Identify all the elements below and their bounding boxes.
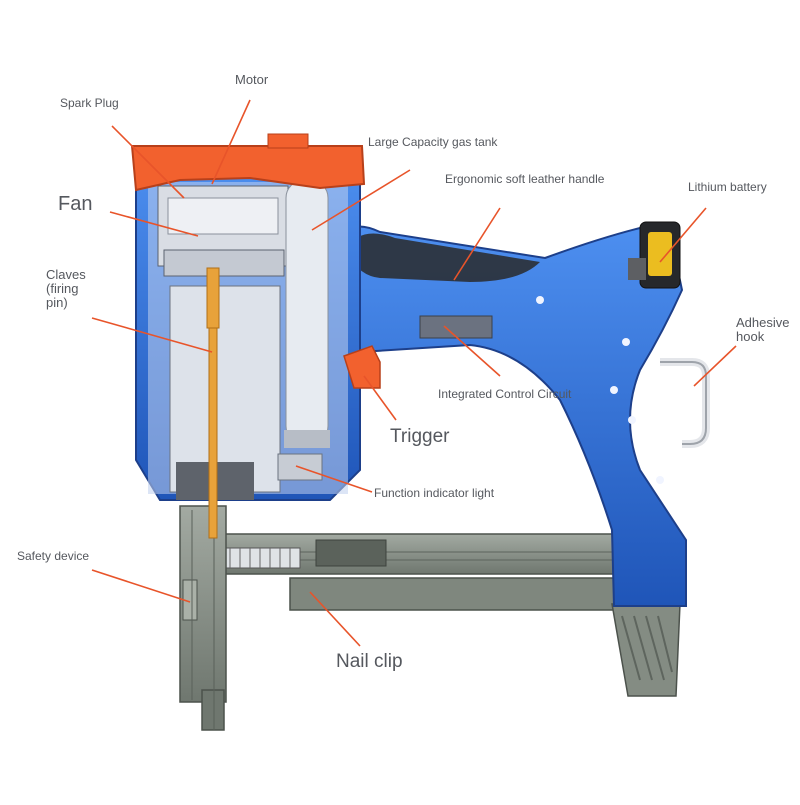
leader-lines	[91, 99, 737, 647]
nose-assembly	[179, 505, 227, 731]
label-safety-device: Safety device	[17, 549, 90, 563]
leader-adhesive-hook	[693, 345, 737, 387]
leader-safety	[91, 569, 191, 603]
leader-gas-tank	[311, 169, 411, 231]
label-adhesive-hook: Adhesive hook	[736, 316, 789, 344]
leader-handle	[453, 207, 501, 281]
label-trigger: Trigger	[390, 426, 450, 447]
leader-motor	[211, 99, 251, 185]
label-claves: Claves (firing pin)	[46, 268, 86, 310]
label-claves-line1: Claves	[46, 267, 86, 282]
leader-fan	[109, 211, 199, 237]
label-handle: Ergonomic soft leather handle	[445, 172, 605, 186]
leader-claves	[91, 317, 213, 353]
label-spark-plug: Spark Plug	[60, 96, 119, 110]
leader-spark-plug	[111, 125, 185, 199]
leader-nail-clip	[309, 591, 361, 647]
label-indicator-light: Function indicator light	[374, 486, 495, 500]
label-adhesive-line2: hook	[736, 329, 765, 344]
label-control-circuit: Integrated Control Circuit	[438, 387, 572, 401]
leader-trigger	[363, 375, 397, 421]
label-nail-clip: Nail clip	[336, 651, 403, 672]
top-cap	[130, 133, 366, 192]
main-housing	[135, 159, 361, 501]
label-battery: Lithium battery	[688, 180, 767, 194]
leader-control-circuit	[443, 325, 501, 377]
leader-battery	[659, 207, 707, 263]
trigger	[343, 345, 381, 389]
label-gas-tank: Large Capacity gas tank	[368, 135, 498, 149]
nail-magazine	[189, 533, 681, 697]
label-motor: Motor	[235, 72, 269, 87]
label-claves-line2: (firing	[46, 281, 79, 296]
label-adhesive-line1: Adhesive	[736, 315, 790, 330]
label-claves-line3: pin)	[46, 295, 68, 310]
leader-indicator	[295, 465, 373, 493]
handle-body	[328, 221, 710, 607]
firing-pin	[206, 267, 220, 539]
label-fan: Fan	[58, 193, 93, 215]
